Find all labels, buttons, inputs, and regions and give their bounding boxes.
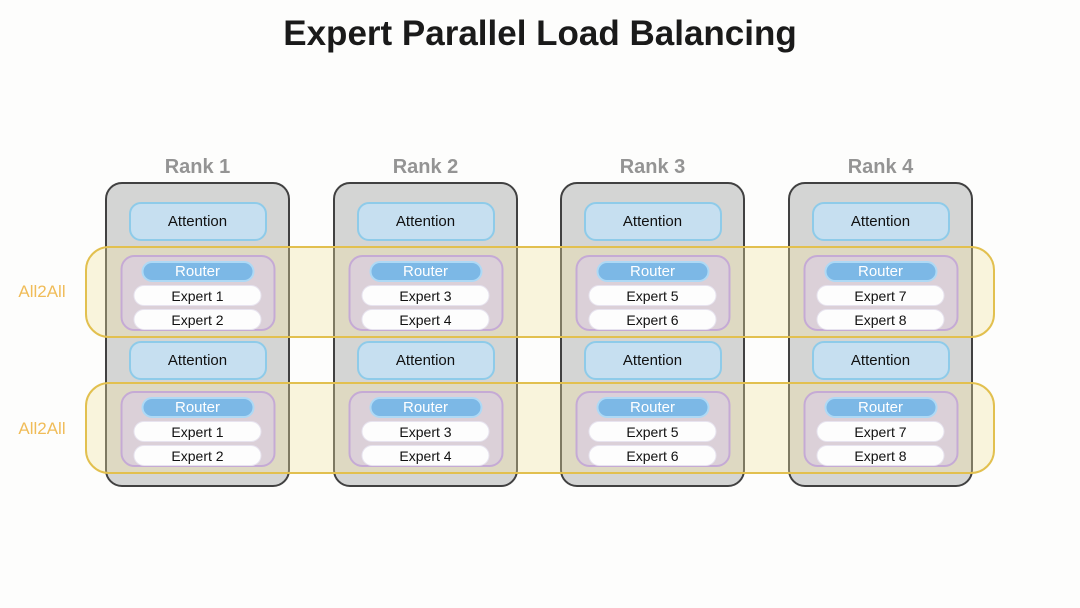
expert-block: Expert 2	[133, 309, 262, 330]
expert-block: Expert 3	[361, 421, 490, 442]
router-block: Router	[596, 397, 709, 418]
router-block: Router	[824, 397, 937, 418]
moe-block: Router Expert 5 Expert 6	[575, 391, 730, 467]
router-block: Router	[369, 261, 482, 282]
expert-block: Expert 8	[816, 309, 945, 330]
rank-2-header: Rank 2	[392, 156, 459, 178]
rank-4-column: Attention Router Expert 7 Expert 8 Atten…	[788, 182, 973, 487]
router-block: Router	[141, 261, 254, 282]
expert-block: Expert 4	[361, 309, 490, 330]
expert-block: Expert 1	[133, 421, 262, 442]
expert-block: Expert 3	[361, 285, 490, 306]
moe-block: Router Expert 5 Expert 6	[575, 255, 730, 331]
expert-block: Expert 4	[361, 445, 490, 466]
all2all-label-1: All2All	[18, 282, 66, 301]
expert-block: Expert 7	[816, 421, 945, 442]
expert-block: Expert 6	[588, 309, 717, 330]
router-block: Router	[596, 261, 709, 282]
moe-block: Router Expert 1 Expert 2	[120, 391, 275, 467]
rank-3-column: Attention Router Expert 5 Expert 6 Atten…	[560, 182, 745, 487]
rank-1-column: Attention Router Expert 1 Expert 2 Atten…	[105, 182, 290, 487]
router-block: Router	[824, 261, 937, 282]
rank-3-header: Rank 3	[619, 156, 686, 178]
attention-block: Attention	[583, 202, 722, 241]
expert-block: Expert 1	[133, 285, 262, 306]
expert-block: Expert 5	[588, 421, 717, 442]
attention-block: Attention	[811, 202, 950, 241]
attention-block: Attention	[128, 341, 267, 380]
rank-1-header: Rank 1	[164, 156, 231, 178]
expert-block: Expert 7	[816, 285, 945, 306]
rank-2-column: Attention Router Expert 3 Expert 4 Atten…	[333, 182, 518, 487]
router-block: Router	[141, 397, 254, 418]
rank-4-header: Rank 4	[847, 156, 914, 178]
all2all-label-2: All2All	[18, 419, 66, 438]
moe-block: Router Expert 1 Expert 2	[120, 255, 275, 331]
expert-block: Expert 5	[588, 285, 717, 306]
expert-block: Expert 8	[816, 445, 945, 466]
diagram-title: Expert Parallel Load Balancing	[283, 14, 797, 53]
expert-block: Expert 6	[588, 445, 717, 466]
attention-block: Attention	[128, 202, 267, 241]
attention-block: Attention	[583, 341, 722, 380]
attention-block: Attention	[356, 341, 495, 380]
attention-block: Attention	[356, 202, 495, 241]
moe-block: Router Expert 7 Expert 8	[803, 255, 958, 331]
moe-block: Router Expert 7 Expert 8	[803, 391, 958, 467]
moe-block: Router Expert 3 Expert 4	[348, 255, 503, 331]
moe-block: Router Expert 3 Expert 4	[348, 391, 503, 467]
router-block: Router	[369, 397, 482, 418]
expert-block: Expert 2	[133, 445, 262, 466]
attention-block: Attention	[811, 341, 950, 380]
